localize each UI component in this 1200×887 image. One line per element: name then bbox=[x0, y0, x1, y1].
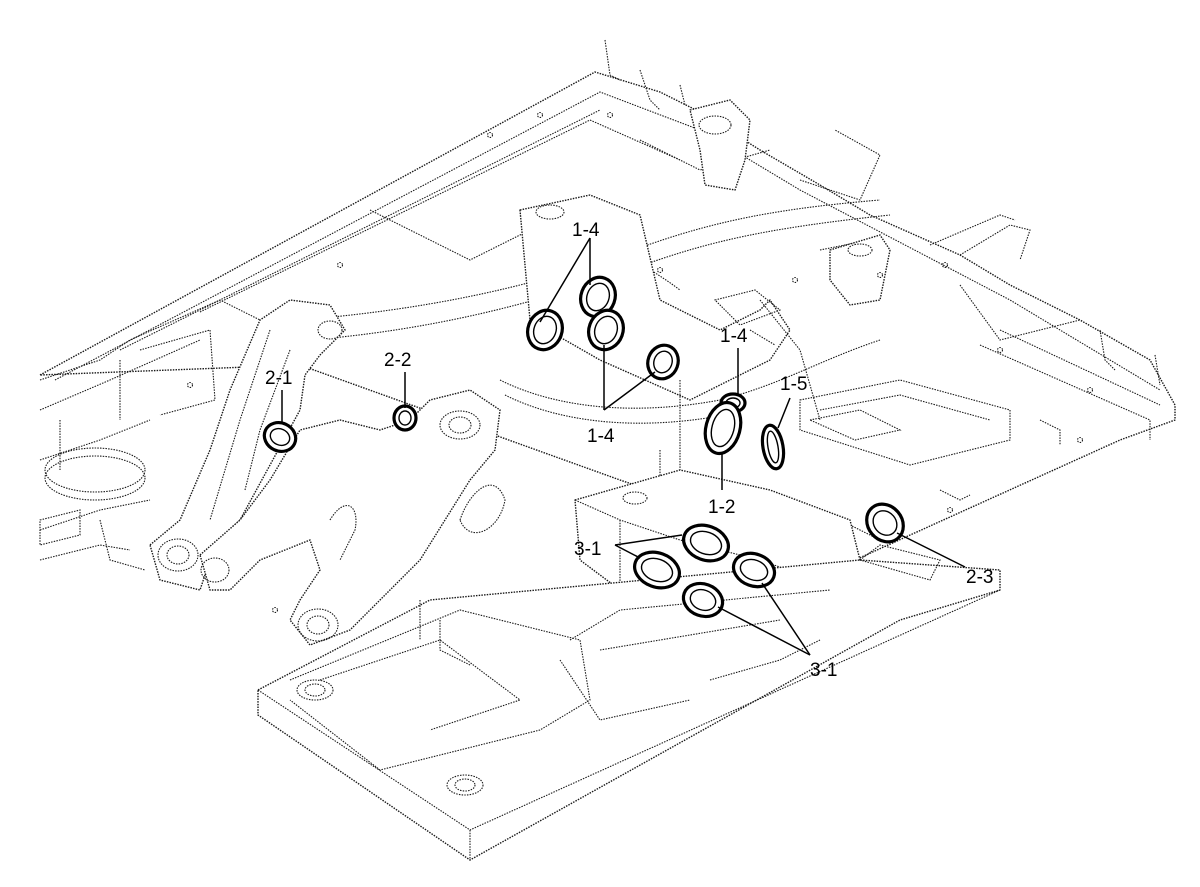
callout-1-4-middle: 1-4 bbox=[587, 426, 615, 447]
part-1-2-ring bbox=[703, 400, 743, 456]
part-3-1-ring-d bbox=[681, 581, 725, 619]
callout-1-4-right: 1-4 bbox=[720, 326, 748, 347]
part-3-1-ring-b bbox=[633, 550, 681, 590]
part-2-3-ring bbox=[865, 502, 905, 544]
callout-2-3: 2-3 bbox=[966, 567, 993, 588]
boom-bracket bbox=[149, 299, 506, 646]
part-1-4-ring-c bbox=[587, 308, 625, 352]
top-brackets bbox=[604, 39, 1161, 386]
callout-1-4-top: 1-4 bbox=[572, 220, 600, 241]
callout-labels: 1-4 1-4 1-4 1-5 1-2 2-1 2-2 2-3 3-1 3-1 bbox=[265, 220, 993, 681]
callout-1-5: 1-5 bbox=[780, 374, 807, 395]
part-2-1-ring bbox=[262, 421, 298, 453]
part-1-4-ring-d bbox=[646, 343, 680, 381]
leader-lines bbox=[281, 237, 966, 656]
callout-1-2: 1-2 bbox=[708, 497, 735, 518]
part-3-1-ring-a bbox=[682, 523, 730, 563]
lower-platform bbox=[257, 544, 1001, 861]
callout-2-2: 2-2 bbox=[384, 350, 411, 371]
callout-3-1-left: 3-1 bbox=[574, 539, 601, 560]
part-1-4-ring-a bbox=[526, 308, 564, 352]
center-housing bbox=[519, 194, 791, 401]
bolt-holes bbox=[186, 111, 1094, 614]
part-1-5-ring bbox=[760, 423, 786, 471]
callout-2-1: 2-1 bbox=[265, 368, 292, 389]
part-1-4-ring-b bbox=[579, 275, 617, 319]
part-2-2-ring bbox=[392, 404, 418, 432]
left-structure bbox=[39, 299, 261, 571]
callout-3-1-bottom: 3-1 bbox=[810, 660, 837, 681]
part-3-1-ring-c bbox=[731, 551, 777, 589]
